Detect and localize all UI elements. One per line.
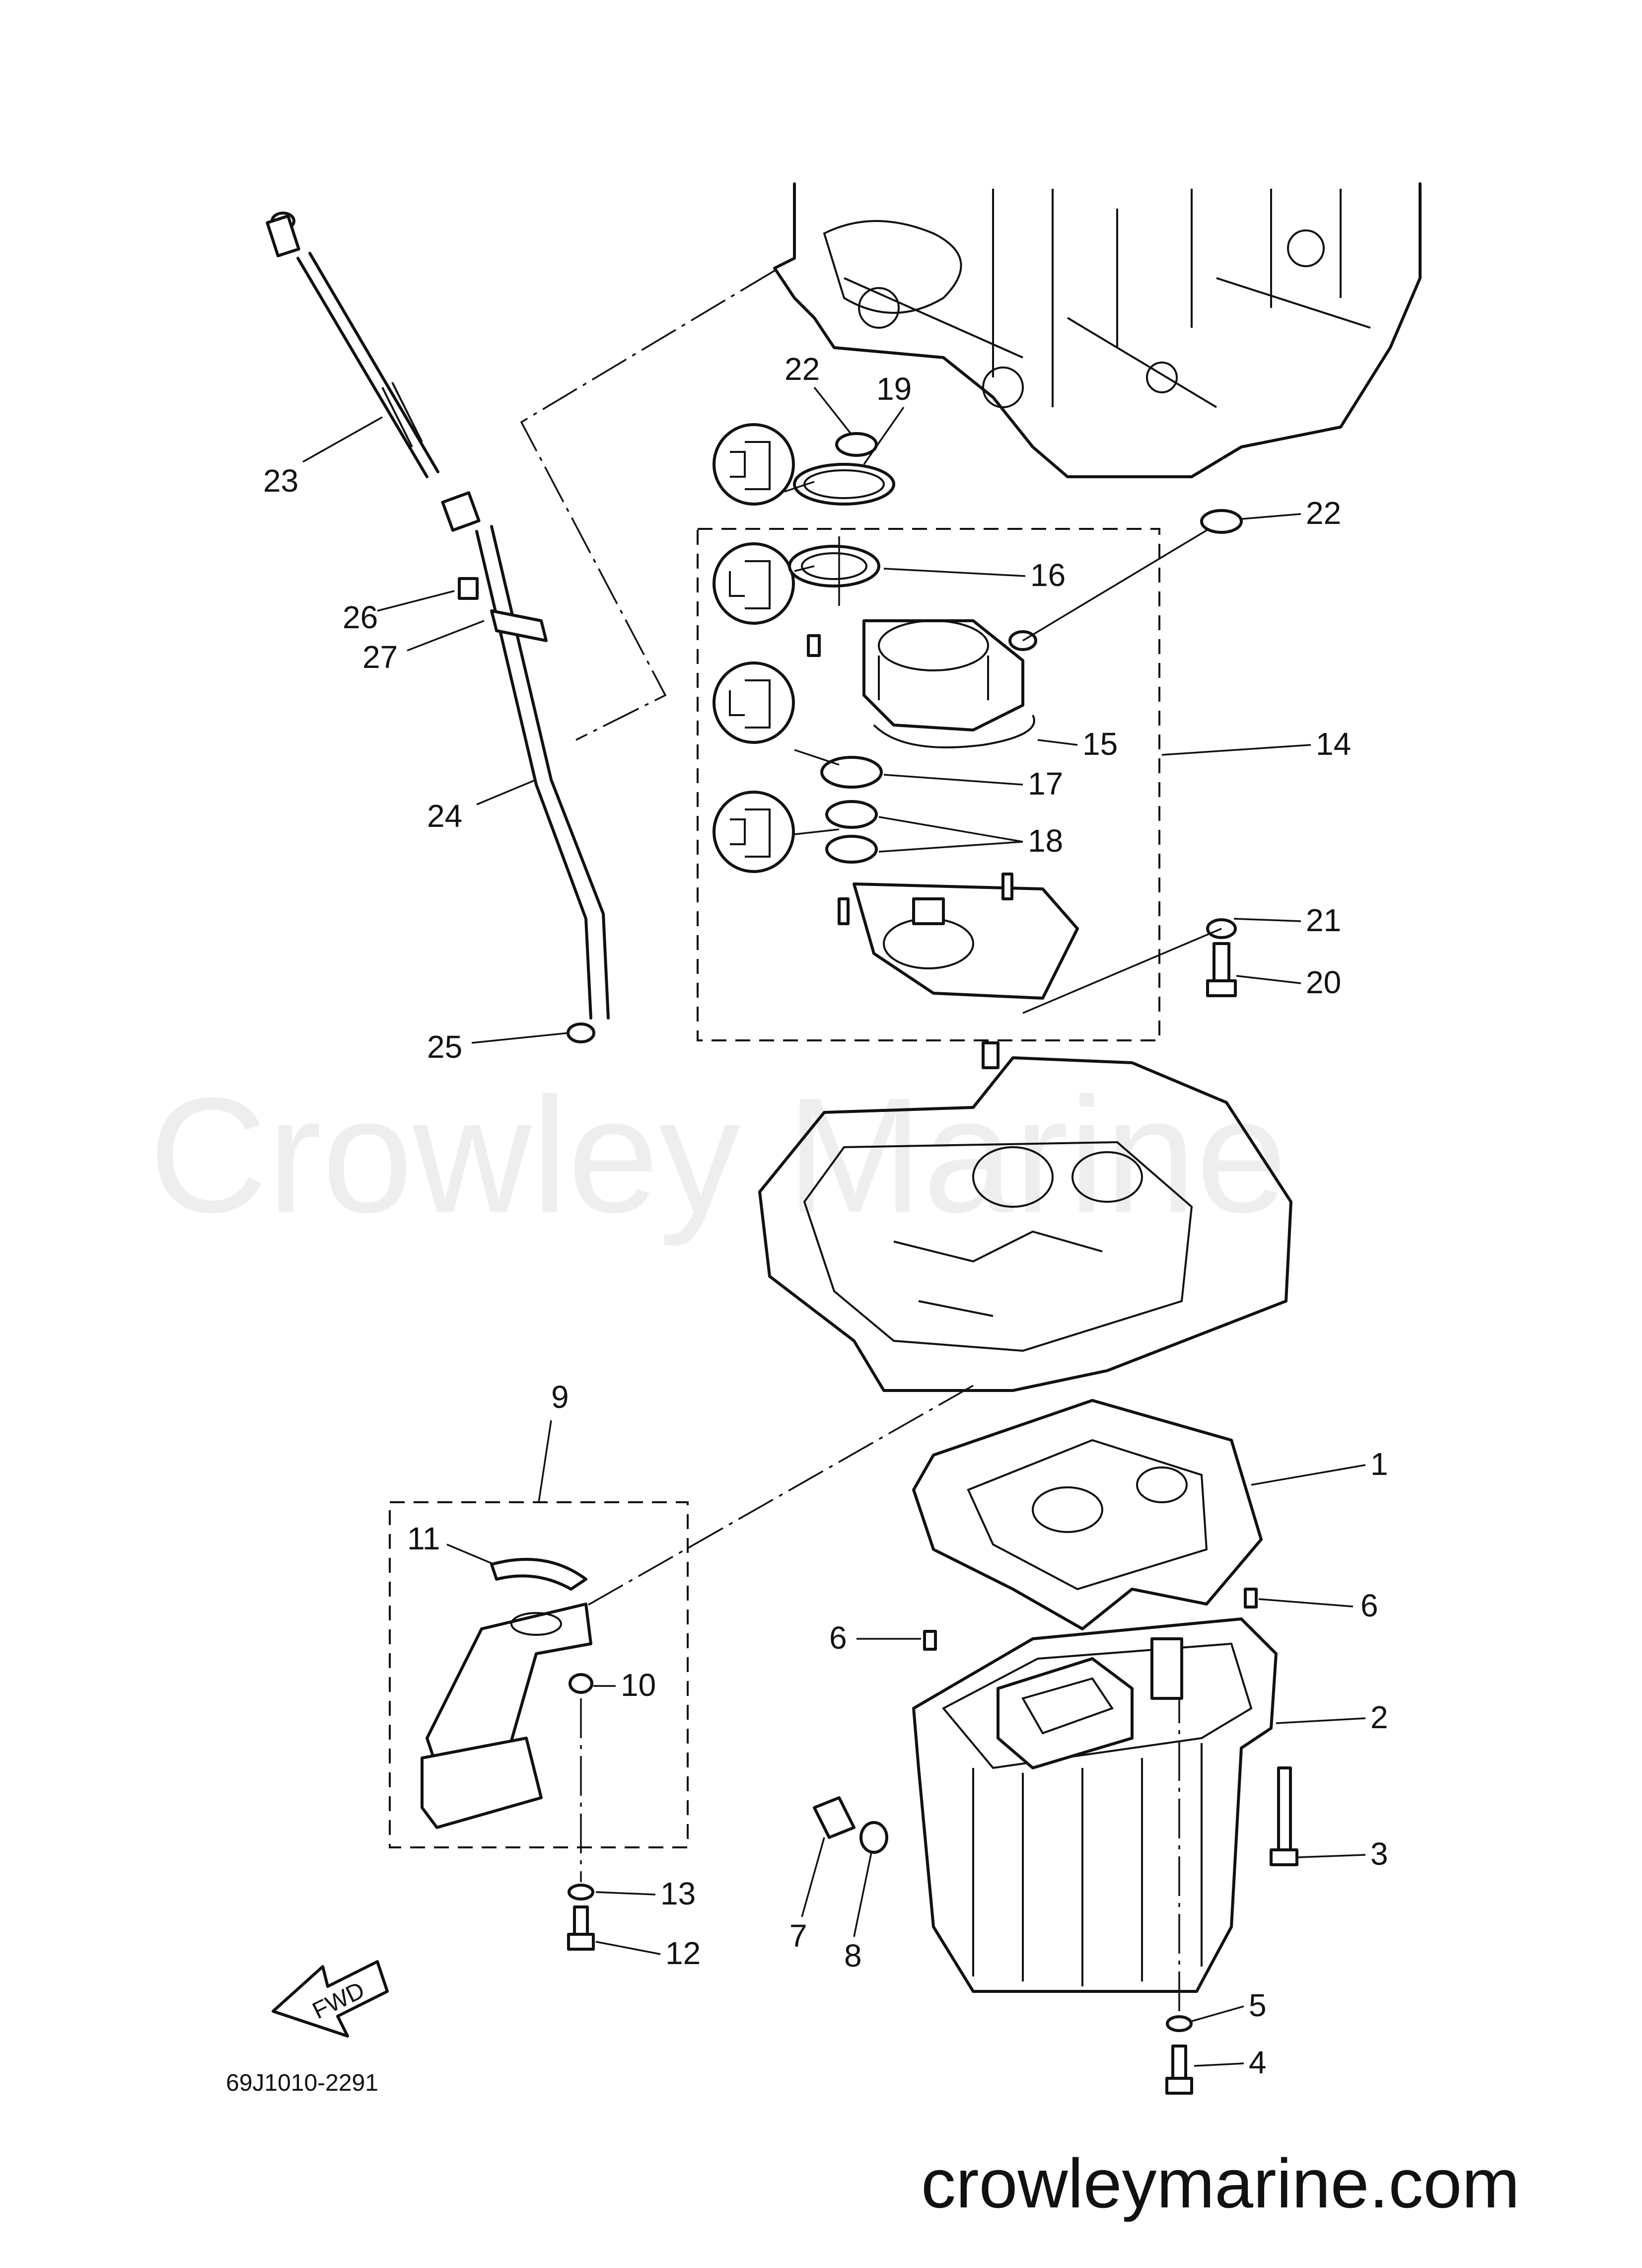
callout-6-left: 6 xyxy=(829,1620,847,1656)
callout-15: 15 xyxy=(1082,726,1118,762)
bolt-12 xyxy=(567,1884,595,1951)
callout-22-right: 22 xyxy=(1306,495,1341,531)
callout-2: 2 xyxy=(1370,1699,1388,1735)
callout-8: 8 xyxy=(844,1938,862,1974)
assembly-14-box xyxy=(697,528,1160,1041)
watermark: Crowley Marine xyxy=(149,1063,1287,1247)
callout-4: 4 xyxy=(1249,2045,1267,2080)
callout-12: 12 xyxy=(665,1935,701,1971)
callout-20: 20 xyxy=(1306,964,1341,1000)
upper-casing xyxy=(758,1041,1292,1392)
callout-7: 7 xyxy=(789,1918,807,1954)
callout-24: 24 xyxy=(427,798,462,834)
callout-14: 14 xyxy=(1316,726,1351,762)
oil-strainer xyxy=(421,1558,593,1829)
oil-pan-2 xyxy=(912,1588,1278,1993)
gasket-1 xyxy=(912,1399,1263,1630)
callout-1: 1 xyxy=(1370,1446,1388,1482)
callout-21: 21 xyxy=(1306,902,1341,938)
callout-19: 19 xyxy=(876,371,912,407)
lower-housing xyxy=(838,873,1079,1000)
callout-16: 16 xyxy=(1030,557,1066,593)
callout-10: 10 xyxy=(621,1667,656,1703)
callout-5: 5 xyxy=(1249,1987,1267,2023)
leader-lines xyxy=(302,386,1366,2067)
fwd-arrow-icon: FWD xyxy=(272,1960,389,2038)
bolt-4 xyxy=(1165,2015,1193,2095)
footer-url: crowleymarine.com xyxy=(921,2144,1520,2222)
callout-labels: 1 2 3 4 5 6 6 7 8 9 10 11 12 13 14 15 16… xyxy=(263,351,1388,2080)
bolt-20 xyxy=(1206,942,1237,997)
oil-seal-housing xyxy=(807,619,1037,748)
engine-block xyxy=(773,182,1422,478)
callout-6-right: 6 xyxy=(1360,1588,1378,1623)
callout-23: 23 xyxy=(263,463,298,499)
callout-22-left: 22 xyxy=(785,351,820,387)
callout-18: 18 xyxy=(1028,823,1063,859)
callout-27: 27 xyxy=(362,639,398,675)
callout-13: 13 xyxy=(660,1876,696,1911)
callout-26: 26 xyxy=(343,599,378,635)
callout-25: 25 xyxy=(427,1029,462,1065)
callout-17: 17 xyxy=(1028,766,1063,802)
callout-9: 9 xyxy=(551,1379,569,1415)
dipstick-assembly xyxy=(266,212,610,1043)
drain-plug-7 xyxy=(813,1796,888,1854)
seal-detail-icons xyxy=(713,423,795,873)
callout-3: 3 xyxy=(1370,1836,1388,1872)
diagram-code: 69J1010-2291 xyxy=(226,2070,378,2096)
bolt-3 xyxy=(1270,1766,1298,1866)
callout-11: 11 xyxy=(407,1521,440,1556)
